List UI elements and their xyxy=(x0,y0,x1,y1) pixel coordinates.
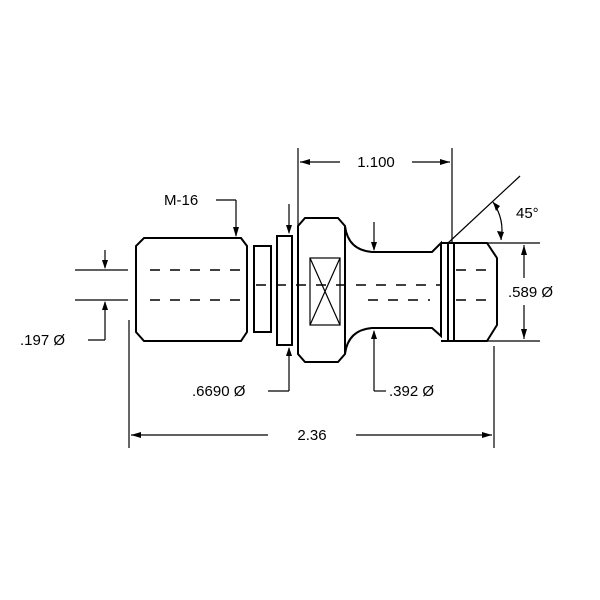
part-outline xyxy=(135,217,498,363)
thread-label: M-16 xyxy=(164,192,198,209)
angle-label: 45° xyxy=(516,205,539,222)
wrench-flat xyxy=(309,257,341,326)
overall-length-label: 2.36 xyxy=(297,427,326,444)
collar-dia-label: .6690 Ø xyxy=(192,383,246,400)
dimension-labels: 1.100 45° .589 Ø M-16 .197 Ø .6690 Ø .39… xyxy=(20,154,553,444)
neck xyxy=(344,225,442,355)
pilot-dia-label: .197 Ø xyxy=(20,332,65,349)
head-cone xyxy=(448,242,498,342)
collar-step xyxy=(276,235,293,346)
neck-dia-label: .392 Ø xyxy=(389,383,434,400)
retention-knob xyxy=(441,242,449,342)
thread-relief xyxy=(253,245,272,333)
dimensions xyxy=(75,148,540,448)
head-dia-label: .589 Ø xyxy=(508,284,553,301)
head-length-label: 1.100 xyxy=(357,154,395,171)
threaded-shank xyxy=(135,237,248,342)
hidden-lines xyxy=(150,269,495,301)
flange xyxy=(297,217,346,363)
